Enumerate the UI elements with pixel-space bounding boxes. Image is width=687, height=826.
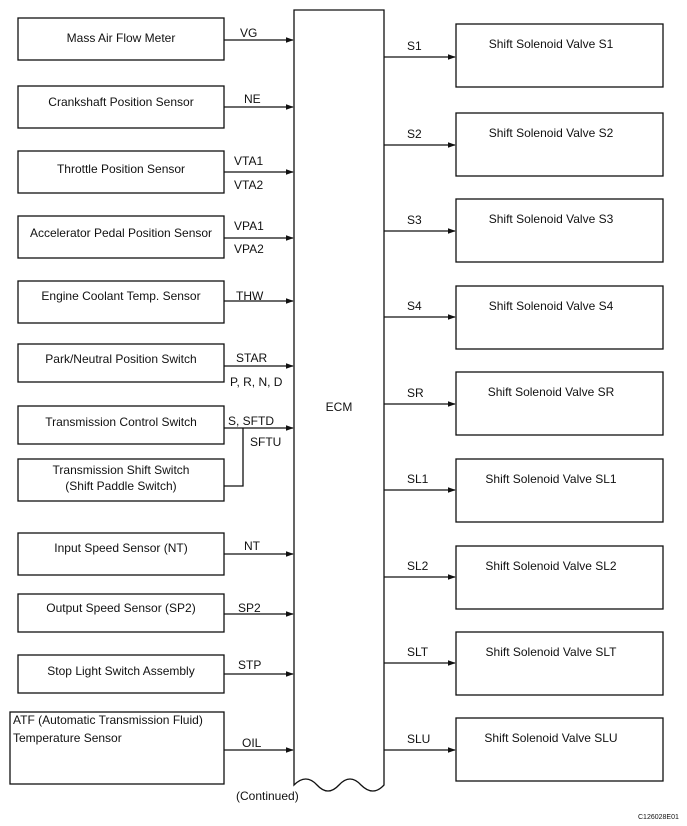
output-solenoid: Shift Solenoid Valve S3 S3 — [384, 198, 664, 263]
solenoid-box — [455, 198, 664, 263]
output-solenoid: Shift Solenoid Valve S1 S1 — [384, 23, 664, 88]
sensor-box — [17, 17, 225, 61]
signal-label: SLU — [407, 732, 430, 746]
signal-label: NE — [244, 92, 261, 106]
continued-label: (Continued) — [236, 789, 299, 803]
signal-label: VPA2 — [234, 242, 264, 256]
sensor-name: ATF (Automatic Transmission Fluid) — [13, 713, 203, 727]
solenoid-name: Shift Solenoid Valve SR — [488, 385, 615, 399]
sensor-name: Mass Air Flow Meter — [67, 31, 176, 45]
signal-label: STP — [238, 658, 261, 672]
solenoid-name: Shift Solenoid Valve SL1 — [485, 472, 617, 486]
signal-label: S3 — [407, 213, 422, 227]
solenoid-name: Shift Solenoid Valve SLT — [486, 645, 618, 659]
solenoid-box — [455, 285, 664, 350]
input-sensor: Transmission Shift Switch (Shift Paddle S… — [17, 435, 281, 502]
signal-label: NT — [244, 539, 261, 553]
sensor-name: (Shift Paddle Switch) — [65, 479, 176, 493]
output-solenoid: Shift Solenoid Valve SLT SLT — [384, 631, 664, 696]
sensor-box — [9, 711, 225, 785]
sensor-name: Temperature Sensor — [13, 731, 122, 745]
sensor-name: Stop Light Switch Assembly — [47, 664, 194, 678]
signal-label: THW — [236, 289, 264, 303]
signal-label: SLT — [407, 645, 429, 659]
ecm-label: ECM — [326, 400, 353, 414]
sensor-box — [17, 150, 225, 194]
ecm-block: ECM — [293, 9, 385, 792]
sensor-name: Output Speed Sensor (SP2) — [46, 601, 195, 615]
solenoid-name: Shift Solenoid Valve SL2 — [485, 559, 617, 573]
signal-label: SP2 — [238, 601, 261, 615]
sensor-name: Park/Neutral Position Switch — [45, 352, 196, 366]
sensor-name: Throttle Position Sensor — [57, 162, 185, 176]
sensor-name: Engine Coolant Temp. Sensor — [41, 289, 200, 303]
signal-label: STAR — [236, 351, 267, 365]
input-sensor: Park/Neutral Position Switch STAR P, R, N,… — [17, 343, 294, 389]
sensor-name: Crankshaft Position Sensor — [48, 95, 193, 109]
signal-label: SL1 — [407, 472, 429, 486]
figure-code: C126028E01 — [638, 814, 679, 821]
sensor-box — [17, 654, 225, 694]
sensor-box — [17, 458, 225, 502]
sensor-box — [17, 593, 225, 633]
input-sensor: Mass Air Flow Meter VG — [17, 17, 294, 61]
solenoid-name: Shift Solenoid Valve S2 — [489, 126, 614, 140]
input-sensor: ATF (Automatic Transmission Fluid) Temper… — [9, 711, 294, 785]
input-sensor: Crankshaft Position Sensor NE — [17, 85, 294, 129]
sftu-connector — [224, 428, 244, 487]
output-solenoid: Shift Solenoid Valve SL2 SL2 — [384, 545, 664, 610]
output-solenoid: Shift Solenoid Valve SR SR — [384, 371, 664, 436]
output-solenoid: Shift Solenoid Valve S4 S4 — [384, 285, 664, 350]
signal-label: S4 — [407, 299, 422, 313]
input-sensor: Accelerator Pedal Position Sensor VPA1VPA… — [17, 215, 294, 259]
sensor-name: Accelerator Pedal Position Sensor — [30, 226, 212, 240]
sensor-box — [17, 85, 225, 129]
sensor-name: Transmission Shift Switch — [53, 463, 190, 477]
solenoid-name: Shift Solenoid Valve SLU — [484, 731, 617, 745]
signal-label: VG — [240, 26, 257, 40]
sensor-name: Transmission Control Switch — [45, 415, 197, 429]
sensor-box — [17, 280, 225, 324]
output-solenoid: Shift Solenoid Valve SL1 SL1 — [384, 458, 664, 523]
sensor-box — [17, 405, 225, 445]
output-solenoid: Shift Solenoid Valve SLU SLU — [384, 717, 664, 782]
signal-label: P, R, N, D — [230, 375, 283, 389]
input-sensor: Output Speed Sensor (SP2) SP2 — [17, 593, 294, 633]
signal-label: S2 — [407, 127, 422, 141]
input-sensor: Engine Coolant Temp. Sensor THW — [17, 280, 294, 324]
output-solenoid: Shift Solenoid Valve S2 S2 — [384, 112, 664, 177]
solenoid-box — [455, 545, 664, 610]
sensor-box — [17, 343, 225, 383]
input-sensor: Stop Light Switch Assembly STP — [17, 654, 294, 694]
signal-label: SR — [407, 386, 424, 400]
solenoid-box — [455, 23, 664, 88]
input-sensor: Input Speed Sensor (NT) NT — [17, 532, 294, 576]
solenoid-box — [455, 112, 664, 177]
solenoid-box — [455, 371, 664, 436]
sensor-box — [17, 215, 225, 259]
signal-label: SFTU — [250, 435, 281, 449]
signal-label: VPA1 — [234, 219, 264, 233]
solenoid-box — [455, 631, 664, 696]
input-sensor: Transmission Control Switch S, SFTD — [17, 405, 294, 445]
signal-label: S, SFTD — [228, 414, 274, 428]
solenoid-name: Shift Solenoid Valve S1 — [489, 37, 614, 51]
signal-label: S1 — [407, 39, 422, 53]
signal-label: VTA1 — [234, 154, 263, 168]
sensor-name: Input Speed Sensor (NT) — [54, 541, 187, 555]
input-sensors: Mass Air Flow Meter VG Crankshaft Position… — [9, 17, 294, 785]
signal-label: OIL — [242, 736, 262, 750]
solenoid-name: Shift Solenoid Valve S3 — [489, 212, 614, 226]
solenoid-box — [455, 717, 664, 782]
signal-label: VTA2 — [234, 178, 263, 192]
signal-label: SL2 — [407, 559, 429, 573]
solenoid-box — [455, 458, 664, 523]
solenoid-name: Shift Solenoid Valve S4 — [489, 299, 614, 313]
sensor-box — [17, 532, 225, 576]
